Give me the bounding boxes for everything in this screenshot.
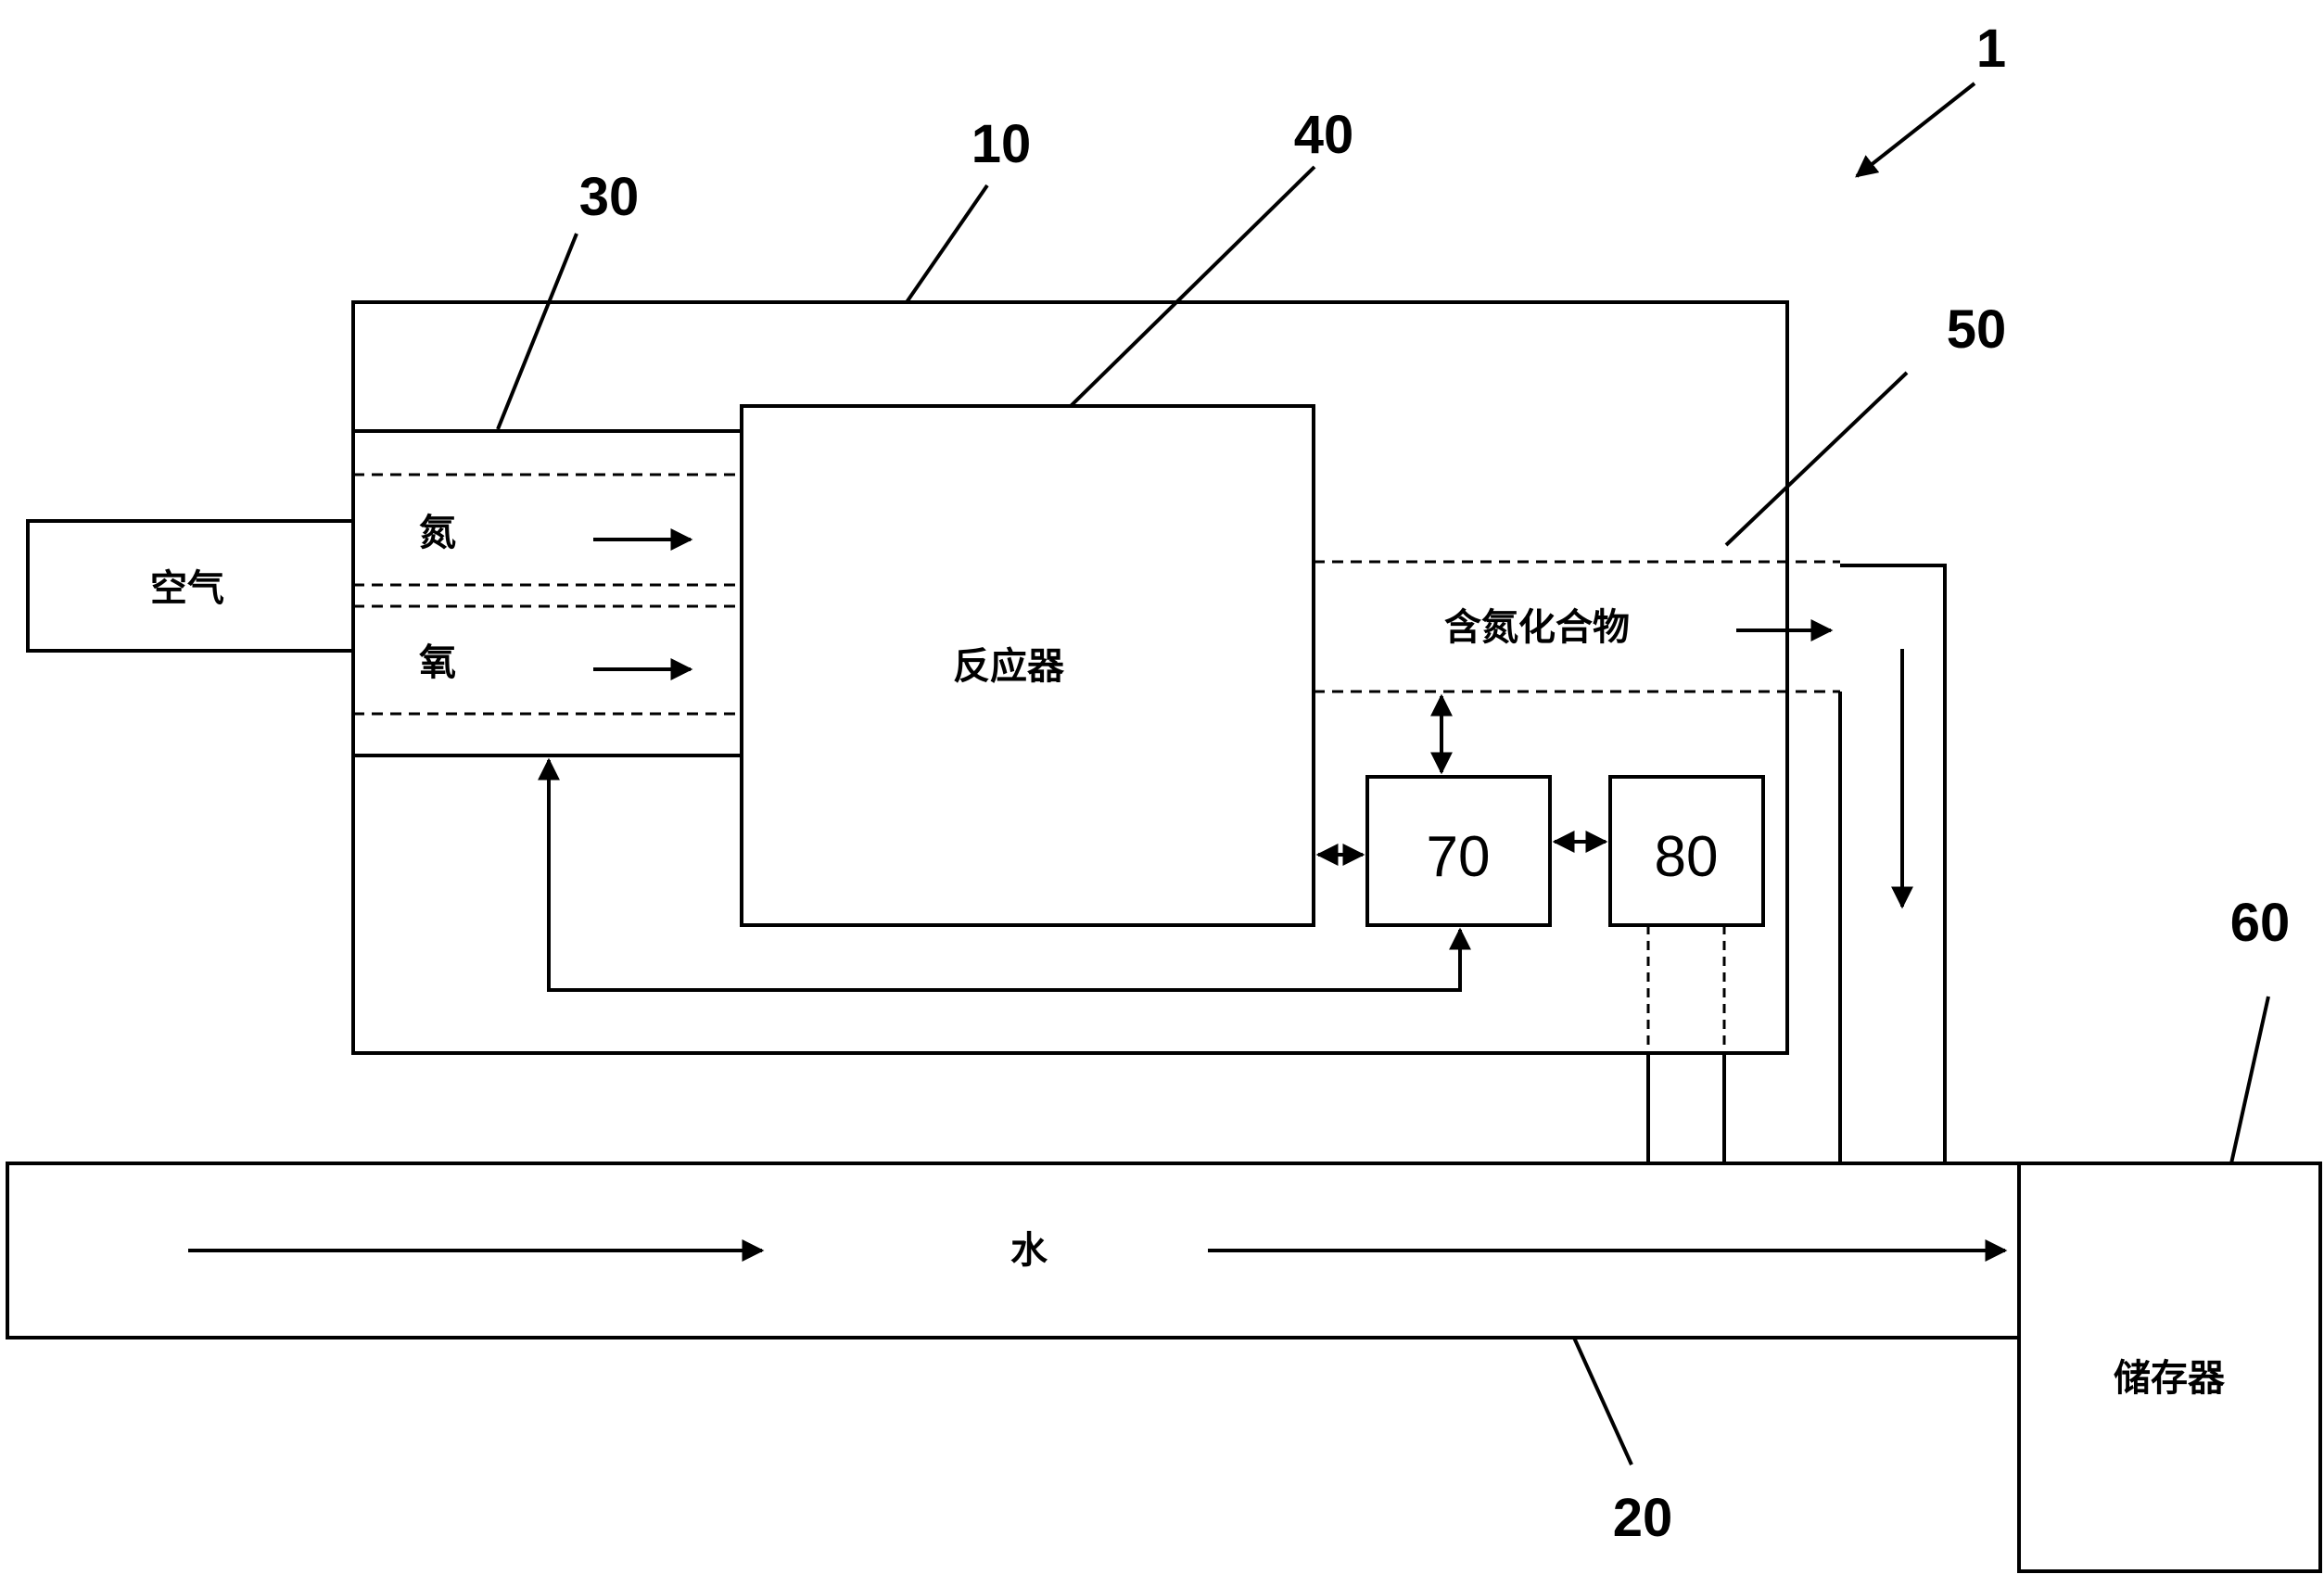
nitrogen-compound-label: 含氮化合物 <box>1444 606 1630 649</box>
leader-30 <box>496 233 578 430</box>
outlet-pipe <box>1840 564 1947 1163</box>
unit-80-number: 80 <box>1655 825 1719 889</box>
leader-50 <box>1724 371 1909 547</box>
water-label: 水 <box>1010 1229 1048 1272</box>
leader-40 <box>1069 165 1316 408</box>
storage-box <box>2017 1162 2322 1573</box>
reactor-label: 反应器 <box>953 645 1065 688</box>
air-label: 空气 <box>150 567 224 610</box>
ref-10: 10 <box>972 114 1032 174</box>
leader-60 <box>2229 996 2270 1164</box>
ref-50: 50 <box>1947 299 2007 360</box>
oxygen-label: 氧 <box>419 641 456 684</box>
ref-40: 40 <box>1294 105 1354 165</box>
unit-70-number: 70 <box>1427 825 1491 889</box>
ref-20: 20 <box>1613 1488 1673 1548</box>
unit-80-box <box>1608 775 1765 927</box>
leader-10 <box>905 184 989 304</box>
housing-box <box>351 300 1789 1055</box>
ref-30: 30 <box>579 167 640 227</box>
nitrogen-label: 氮 <box>419 512 456 554</box>
system-pointer-arrow <box>1855 82 1976 178</box>
ref-60: 60 <box>2230 893 2291 953</box>
storage-label: 储存器 <box>2114 1357 2226 1400</box>
feedback-loop <box>538 757 1471 992</box>
ref-1: 1 <box>1976 19 2006 79</box>
water-line-box <box>6 1162 2019 1339</box>
leader-20 <box>1572 1337 1633 1466</box>
